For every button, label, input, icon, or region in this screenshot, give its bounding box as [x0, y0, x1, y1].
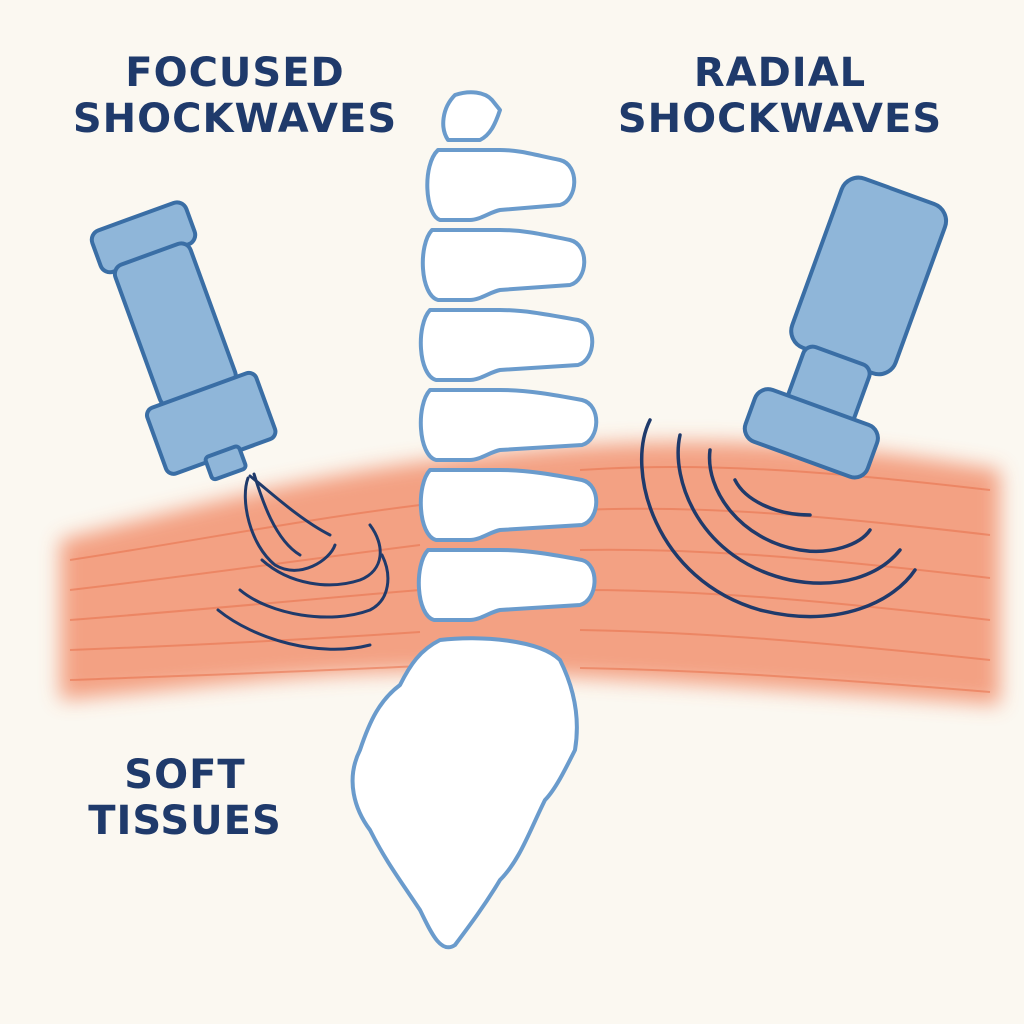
radial-shockwave-icon — [639, 418, 917, 619]
focused-shockwave-icon — [216, 472, 390, 651]
spine-icon — [416, 90, 599, 622]
soft-tissues-label: SOFT TISSUES — [60, 752, 310, 844]
radial-label-line2: SHOCKWAVES — [617, 96, 943, 142]
radial-shockwaves-label: RADIAL SHOCKWAVES — [590, 50, 970, 142]
focused-label-line2: SHOCKWAVES — [72, 96, 398, 142]
focused-applicator-icon — [89, 200, 278, 482]
radial-label-line1: RADIAL — [693, 50, 867, 96]
soft-label-line2: TISSUES — [88, 798, 282, 844]
sacrum-icon — [350, 636, 579, 950]
radial-applicator-icon — [742, 175, 949, 480]
focused-label-line1: FOCUSED — [125, 50, 345, 96]
focused-shockwaves-label: FOCUSED SHOCKWAVES — [40, 50, 430, 142]
soft-label-line1: SOFT — [124, 752, 246, 798]
